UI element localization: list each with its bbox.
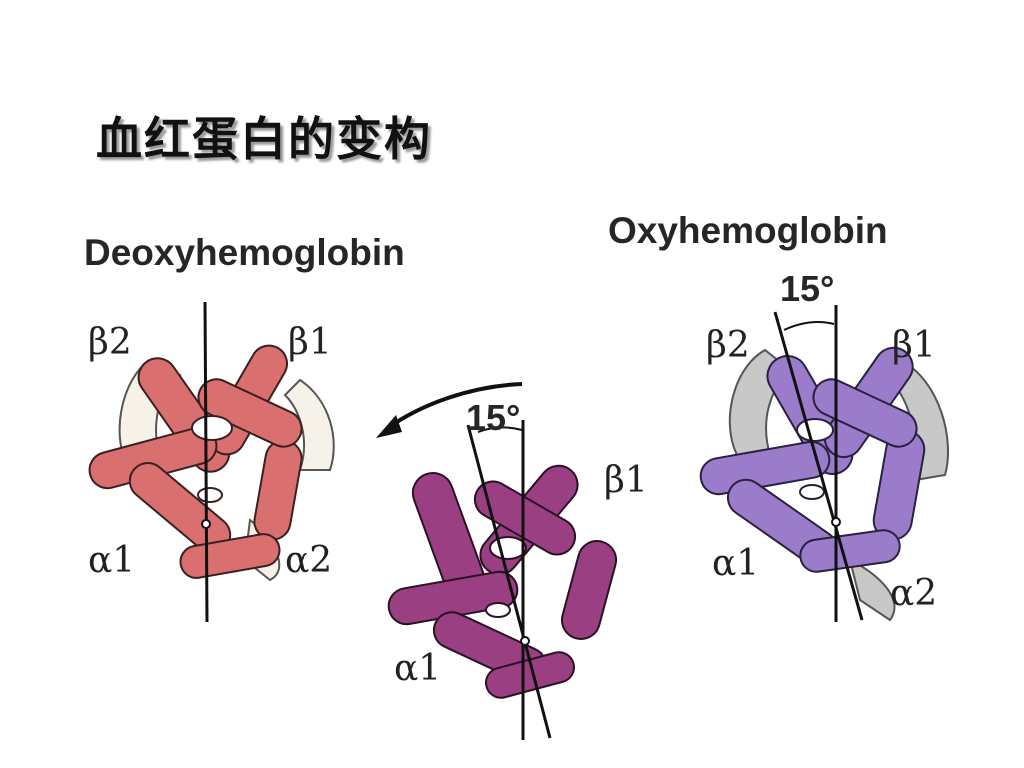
transition-helices [387,464,618,699]
rotation-arrow [376,382,523,438]
deoxy-holes [191,415,233,503]
transition-axis-tilted [466,424,552,739]
oxyhemoglobin-title: Oxyhemoglobin [608,210,888,251]
oxy-alpha2-label: α2 [890,573,938,614]
deoxy-alpha1-label: α1 [88,540,136,581]
transition-structure [387,420,618,740]
deoxy-axis [203,301,209,623]
deoxy-alpha2-label: α2 [285,540,333,581]
oxy-angle-label: 15° [780,268,835,309]
oxy-structure [699,305,949,622]
transition-alpha1-label: α1 [394,648,442,689]
oxy-beta1-label: β1 [892,325,936,366]
transition-angle-label: 15° [466,397,521,438]
deoxy-structure [88,301,335,623]
deoxy-beta2-label: β2 [88,322,132,363]
oxy-helices [699,346,926,573]
oxy-axis-tilted [773,311,864,621]
deoxyhemoglobin-title: Deoxyhemoglobin [84,232,405,273]
oxy-beta2-label: β2 [706,325,750,366]
oxy-alpha1-label: α1 [712,543,760,584]
transition-beta1-label: β1 [604,460,648,501]
slide-title: 血红蛋白的变构 [96,112,432,166]
deoxy-beta1-label: β1 [288,322,332,363]
